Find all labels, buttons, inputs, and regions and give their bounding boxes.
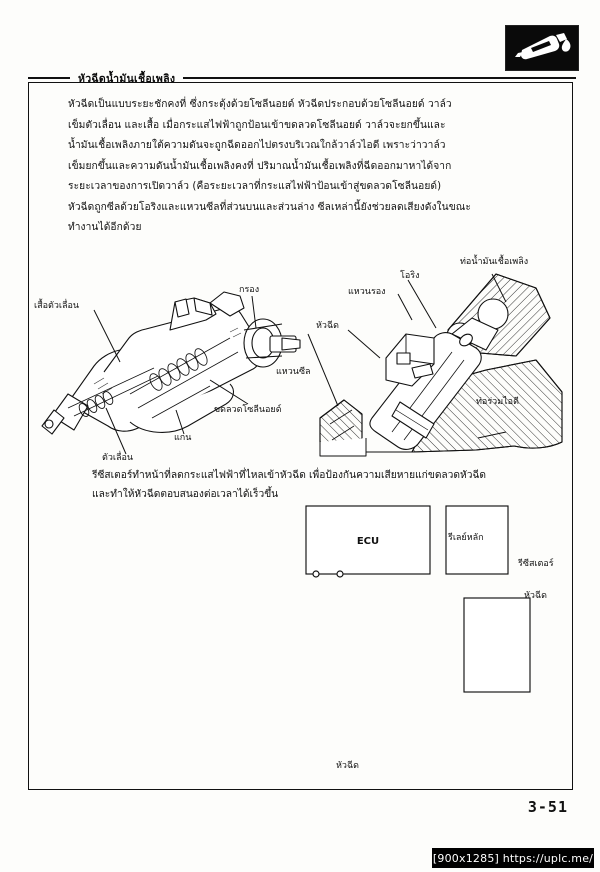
section-title-bar: หัวฉีดน้ำมันเชื้อเพลิง <box>28 68 576 88</box>
leader-fuel-pipe <box>491 273 507 303</box>
figure-injector-cutaway: เสื้อตัวเลื่อน กรอง ขดลวดโซลีนอยด์ แกน ต… <box>34 258 324 468</box>
leader-solenoid-coil <box>209 379 249 405</box>
body-line: น้ำมันเชื้อเพลิงภายใต้ความดันจะถูกฉีดออก… <box>68 140 446 151</box>
resistor-box <box>463 597 531 693</box>
figure-injector-mount: ท่อน้ำมันเชื้อเพลิง โอริง แหวนรอง หัวฉีด… <box>276 252 572 467</box>
label-filter: กรอง <box>239 285 260 295</box>
body-line: เข็มตัวเลื่อน และเสื้อ เมื่อกระแสไฟฟ้าถู… <box>68 119 446 131</box>
label-solenoid-coil: ขดลวดโซลีนอยด์ <box>214 405 282 415</box>
leader-filter <box>251 295 257 329</box>
leader-sleeve <box>93 309 121 363</box>
content-frame <box>28 82 573 790</box>
body-paragraph: หัวฉีดเป็นแบบระยะชักคงที่ ซึ่งกระดุ้งด้ว… <box>68 95 538 239</box>
leader-plunger <box>105 407 127 455</box>
circuit-drawing: ECU <box>305 505 531 693</box>
watermark-banner: [900x1285] https://uplc.me/ <box>432 848 594 868</box>
ecu-box <box>305 505 431 575</box>
leader-o-ring <box>407 279 437 329</box>
leader-shaft <box>175 409 185 435</box>
figure-injector-circuit: ECU รีเลย์หลัก รีซีสเตอร์ หัวฉีด หัวฉีด <box>296 500 564 780</box>
label-resistor: รีซีสเตอร์ <box>518 559 554 569</box>
body-line: ระยะเวลาของการเปิดวาล์ว (คือระยะเวลาที่ก… <box>68 181 442 192</box>
leader-injector <box>347 329 381 359</box>
label-o-ring: โอริง <box>400 271 420 281</box>
label-injector-bottom: หัวฉีด <box>336 761 359 771</box>
resistor-caption: รีซีสเตอร์ทำหน้าที่ลดกระแสไฟฟ้าที่ไหลเข้… <box>92 466 532 504</box>
page-number: 3-51 <box>527 798 568 816</box>
injector-mount-drawing <box>307 273 563 457</box>
caption-line: รีซีสเตอร์ทำหน้าที่ลดกระแสไฟฟ้าที่ไหลเข้… <box>92 470 486 481</box>
leader-seal-ring <box>307 333 339 407</box>
ecu-label: ECU <box>357 536 379 547</box>
label-shaft: แกน <box>174 433 192 443</box>
page-title: หัวฉีดน้ำมันเชื้อเพลิง <box>78 72 176 85</box>
label-plunger: ตัวเลื่อน <box>102 453 134 463</box>
caption-line: และทำให้หัวฉีดตอบสนองต่อเวลาได้เร็วขึ้น <box>92 489 279 500</box>
label-washer: แหวนรอง <box>348 287 386 297</box>
leader-washer <box>397 293 413 321</box>
label-seal-ring: แหวนซีล <box>276 367 311 377</box>
body-line: เข็มยกขึ้นและความดันน้ำมันเชื้อเพลิงคงที… <box>68 160 452 172</box>
main-relay-box <box>445 505 509 575</box>
title-rule-left <box>28 77 70 79</box>
label-intake-manifold: ท่อร่วมไอดี <box>476 397 519 407</box>
body-line: ทำงานได้อีกด้วย <box>68 222 142 233</box>
fuel-nozzle-icon <box>505 25 579 71</box>
label-main-relay: รีเลย์หลัก <box>448 533 484 543</box>
label-injector-right: หัวฉีด <box>524 591 547 601</box>
label-sleeve: เสื้อตัวเลื่อน <box>34 301 80 311</box>
body-line: หัวฉีดเป็นแบบระยะชักคงที่ ซึ่งกระดุ้งด้ว… <box>68 99 452 110</box>
label-fuel-pipe: ท่อน้ำมันเชื้อเพลิง <box>460 257 529 267</box>
label-injector: หัวฉีด <box>316 321 339 331</box>
title-rule-right <box>183 77 576 79</box>
body-line: หัวฉีดถูกซีลด้วยโอริงและแหวนซีลที่ส่วนบน… <box>68 201 471 213</box>
injector-cutaway-drawing <box>41 291 301 455</box>
leader-intake-manifold <box>477 431 507 439</box>
